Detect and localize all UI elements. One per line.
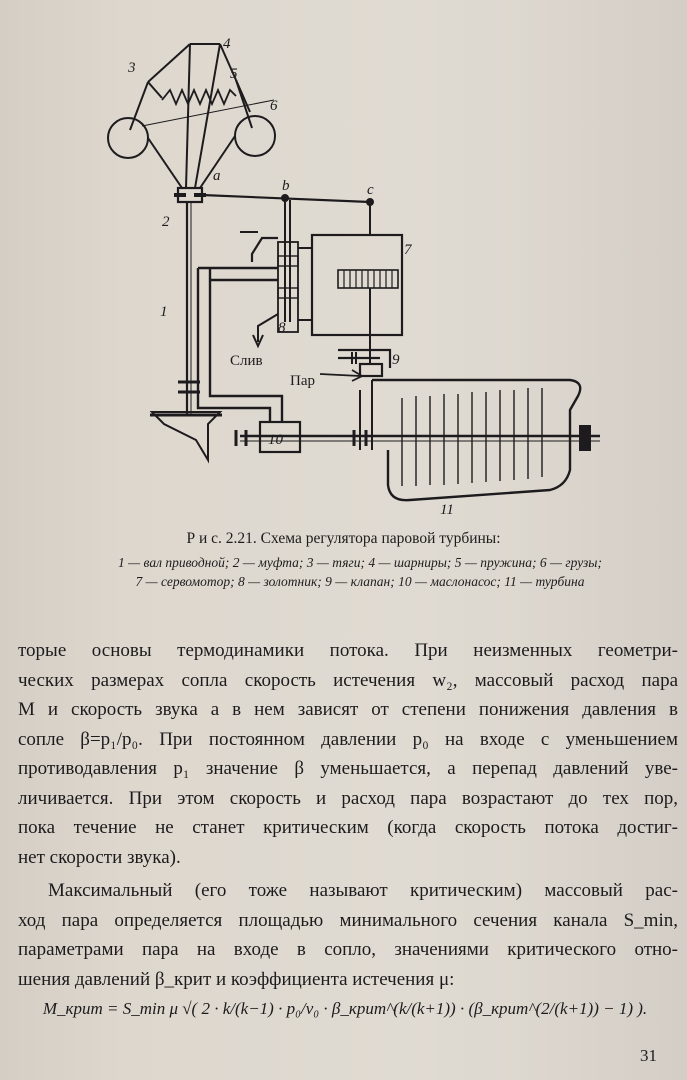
label-a: a [213,168,221,184]
figure-legend: 1 — вал приводной; 2 — муфта; 3 — тяги; … [60,553,660,591]
label-11: 11 [440,502,454,518]
servomotor [310,233,404,337]
weight-right [234,115,276,157]
legend-line-2: 7 — сервомотор; 8 — золотник; 9 — клапан… [135,574,585,589]
text-line: противодавления p₁ значение β уменьшаетс… [18,758,678,779]
label-3: 3 [127,60,136,76]
page-shadow [517,0,687,1080]
text-line: нет скорости звука). [18,846,181,868]
text-line: параметрами пара на входе в сопло, значе… [18,939,678,960]
label-2: 2 [162,214,170,230]
label-c: c [367,182,374,198]
paragraph-2: Максимальный (его тоже называют критичес… [18,876,678,994]
label-steam: Пар [290,373,315,389]
oil-pipe-inner [208,268,284,422]
label-6: 6 [270,98,278,114]
label-7: 7 [404,242,413,258]
pilot-valve [277,241,299,333]
formula-graphic: M_крит = S_min μ √( 2 · k/(k−1) · p₀/v₀ … [42,999,647,1018]
text-line: торые основы термодинамики потока. При н… [18,640,678,661]
label-5: 5 [230,66,238,82]
tie-rod-right-top [219,43,237,81]
text-line: ход пара определяется площадью минимальн… [18,909,678,931]
turbine-casing [372,378,582,502]
text-line: личивается. При этом скорость и расход п… [18,787,678,809]
weight-left [107,117,149,159]
critical-flow-formula: M_крит = S_min μ √( 2 · k/(k−1) · p₀/v₀ … [42,980,647,1036]
page-number: 31 [640,1046,657,1065]
text-line: шения давлений β_крит и коэффициента ист… [18,968,455,990]
text-line: пока течение не станет критическим (когд… [18,817,678,838]
label-4: 4 [223,36,231,52]
label-9: 9 [392,352,400,368]
formula-text: M_крит = S_min μ √( 2 · k/(k−1) · p₀/v₀ … [42,999,647,1018]
text-line: ческих размерах сопла скорость истечения… [18,669,678,691]
label-b: b [282,178,290,194]
steam-valve [358,362,384,378]
text-line: M и скорость звука a в нем зависят от ст… [18,699,678,720]
figure-caption: Р и с. 2.21. Схема регулятора паровой ту… [186,530,501,547]
label-1: 1 [160,304,168,320]
tie-rod-left-upper [147,81,163,99]
governor-diagram: 3 4 5 6 a b c 2 7 8 1 9 10 11 Слив Пар [107,36,600,518]
tie-rod-left-top [147,43,191,83]
spring [161,87,237,107]
label-8: 8 [278,320,286,336]
oil-pipe-outer [196,268,272,422]
text-line: сопле β=p₁/p₀. При постоянном давлении p… [18,728,678,750]
legend-line-1: 1 — вал приводной; 2 — муфта; 3 — тяги; … [118,555,602,570]
text-line: Максимальный (его тоже называют критичес… [48,880,678,901]
label-drain: Слив [230,353,263,369]
label-10: 10 [268,432,284,448]
paragraph-1: торые основы термодинамики потока. При н… [18,636,678,872]
oil-pump [258,420,302,454]
